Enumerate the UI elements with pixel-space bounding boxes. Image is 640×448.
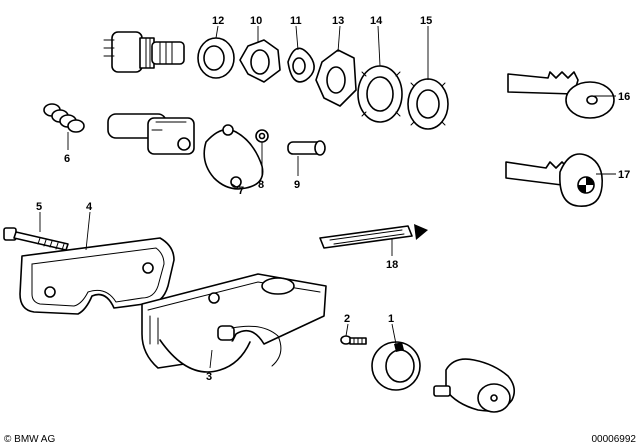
callout-4: 4 [86, 201, 93, 213]
callout-13: 13 [332, 15, 344, 27]
door-lock-cylinder [433, 358, 516, 413]
pin-9 [287, 140, 326, 156]
ring-nut-15 [407, 78, 449, 130]
bolt-5 [3, 227, 69, 251]
key-16 [507, 71, 615, 119]
callout-5: 5 [36, 201, 42, 213]
washer-12 [197, 37, 235, 79]
callout-9: 9 [294, 179, 300, 191]
callout-2: 2 [344, 313, 350, 325]
callout-labels: 1 2 3 4 5 6 7 8 9 10 11 12 13 14 15 16 1… [36, 15, 630, 383]
callout-8: 8 [258, 179, 264, 191]
spring-6 [43, 103, 85, 133]
callout-18: 18 [386, 259, 398, 271]
lock-housing-bracket-3 [141, 273, 327, 373]
callout-12: 12 [212, 15, 224, 27]
key-17 [505, 153, 604, 207]
washer-8 [255, 129, 269, 143]
document-number: 00006992 [591, 434, 637, 445]
callout-17: 17 [618, 169, 630, 181]
leader-lines [39, 25, 616, 369]
callout-10: 10 [250, 15, 262, 27]
screw-2 [340, 335, 367, 345]
callout-7: 7 [238, 185, 244, 197]
callout-15: 15 [420, 15, 432, 27]
callout-14: 14 [370, 15, 383, 27]
ring-nut-14 [357, 65, 403, 123]
lock-ring-1 [371, 341, 421, 391]
callout-16: 16 [618, 91, 630, 103]
callout-1: 1 [388, 313, 394, 325]
gasket-7 [203, 124, 264, 190]
seal-strip-18 [319, 224, 428, 249]
spring-clip-11 [287, 47, 315, 83]
callout-6: 6 [64, 153, 70, 165]
callout-11: 11 [290, 15, 302, 27]
nut-13 [315, 49, 357, 107]
lock-barrel [107, 113, 195, 155]
ignition-switch-housing [103, 31, 185, 73]
bracket-plate-4 [19, 237, 175, 315]
copyright-notice: © BMW AG [4, 434, 56, 445]
callout-3: 3 [206, 371, 212, 383]
nut-10 [239, 39, 281, 83]
